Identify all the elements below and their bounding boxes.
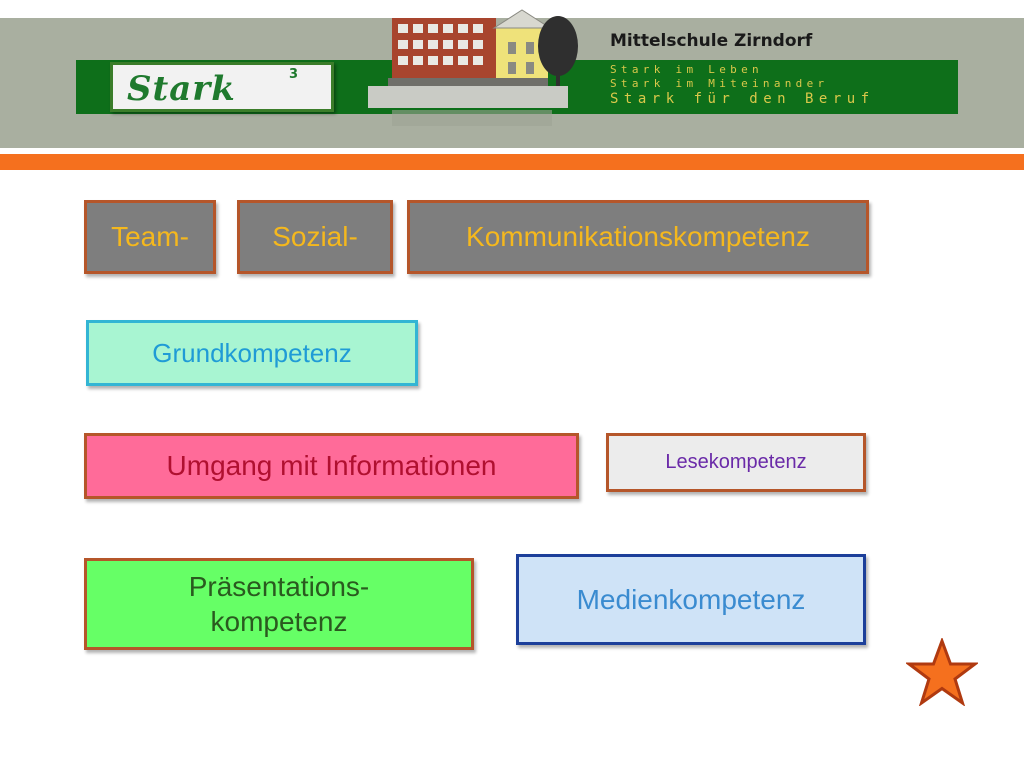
- school-building-icon: [368, 9, 578, 126]
- media-competence-box: Medienkompetenz: [516, 554, 866, 645]
- orange-divider: [0, 154, 1024, 170]
- logo-text: Stark: [127, 69, 236, 109]
- presentation-line-2: kompetenz: [210, 606, 348, 637]
- stark-logo: Stark 3: [110, 62, 334, 112]
- motto-line-3: Stark für den Beruf: [610, 91, 875, 107]
- communication-competence-box: Kommunikationskompetenz: [407, 200, 869, 274]
- presentation-line-1: Präsentations-: [188, 571, 370, 602]
- basic-competence-box: Grundkompetenz: [86, 320, 418, 386]
- presentation-competence-box: Präsentations- kompetenz: [84, 558, 474, 650]
- social-competence-box: Sozial-: [237, 200, 393, 274]
- school-name: Mittelschule Zirndorf: [610, 31, 813, 51]
- reading-competence-box: Lesekompetenz: [606, 433, 866, 492]
- logo-superscript: 3: [289, 67, 299, 82]
- team-competence-box: Team-: [84, 200, 216, 274]
- motto-line-1: Stark im Leben: [610, 63, 763, 76]
- star-icon[interactable]: [906, 638, 978, 706]
- motto-line-2: Stark im Miteinander: [610, 77, 829, 90]
- information-handling-box: Umgang mit Informationen: [84, 433, 579, 499]
